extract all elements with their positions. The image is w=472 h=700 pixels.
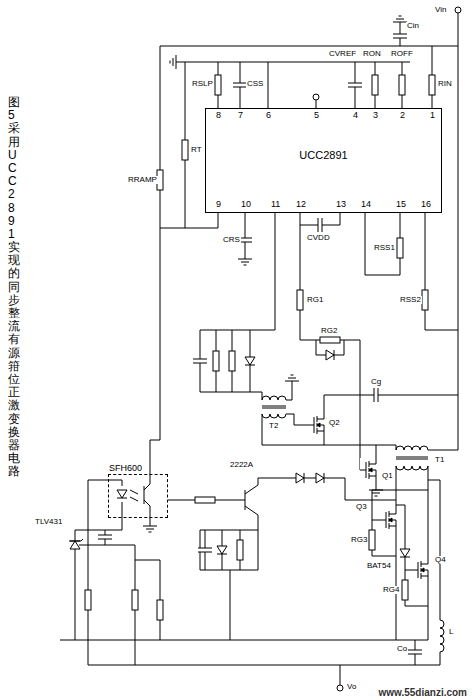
pin-number: 8: [215, 111, 222, 120]
part-label: RT: [190, 146, 203, 154]
part-label: RSS1: [373, 244, 396, 252]
part-label: RG2: [320, 327, 338, 335]
part-label: L: [448, 628, 454, 636]
pin-number: 2: [399, 111, 406, 120]
part-label: Q3: [355, 503, 368, 511]
pin-number: 12: [295, 200, 307, 209]
part-label: BAT54: [366, 562, 392, 570]
part-label: Cin: [406, 22, 420, 30]
part-label: CVDD: [306, 234, 331, 242]
figure-caption: 图5 采用UCC2891实现的同步整流有源箝位正激变换器电路: [8, 96, 20, 478]
pin-number: 7: [237, 111, 244, 120]
pin-number: 13: [335, 200, 347, 209]
part-label: CSS: [246, 80, 264, 88]
part-label: ROFF: [390, 50, 414, 58]
part-label: RRAMP: [127, 176, 158, 184]
part-label: RG4: [382, 586, 400, 594]
pin-number: 6: [265, 111, 272, 120]
part-label: T1: [434, 456, 445, 464]
pin-number: 11: [270, 200, 281, 209]
part-label: RIN: [437, 80, 453, 88]
pin-number: 5: [313, 111, 320, 120]
pin-number: 16: [420, 200, 432, 209]
part-label: RON: [362, 50, 382, 58]
pin-number: 4: [352, 111, 359, 120]
ic-name: UCC2891: [299, 149, 347, 161]
part-label: RSS2: [399, 296, 422, 304]
part-label: Q4: [434, 556, 447, 564]
pin-number: 1: [429, 111, 436, 120]
part-label: Vo: [346, 683, 357, 691]
part-label: Vin: [434, 6, 447, 14]
optocoupler-box: SFH600: [108, 474, 168, 518]
part-label: T2: [268, 422, 279, 430]
part-label: Co: [396, 645, 408, 653]
pin-number: 3: [372, 111, 379, 120]
pin-number: 15: [395, 200, 407, 209]
part-label: 2222A: [229, 461, 254, 469]
part-label: Q2: [328, 419, 341, 427]
part-label: Q1: [381, 472, 394, 480]
part-label: Cg: [370, 378, 382, 386]
part-label: RG3: [350, 536, 368, 544]
part-name: SFH600: [109, 463, 142, 473]
part-label: TLV431: [34, 518, 63, 526]
part-label: RG1: [306, 296, 324, 304]
watermark: www.55dianzi.com: [377, 688, 468, 698]
pin-number: 14: [360, 200, 372, 209]
pin-number: 9: [215, 200, 222, 209]
ic-box: UCC2891: [205, 108, 442, 213]
part-label: RSLP: [191, 80, 214, 88]
part-label: CRS: [222, 236, 241, 244]
part-label: CVREF: [328, 50, 357, 58]
pin-number: 10: [240, 200, 252, 209]
